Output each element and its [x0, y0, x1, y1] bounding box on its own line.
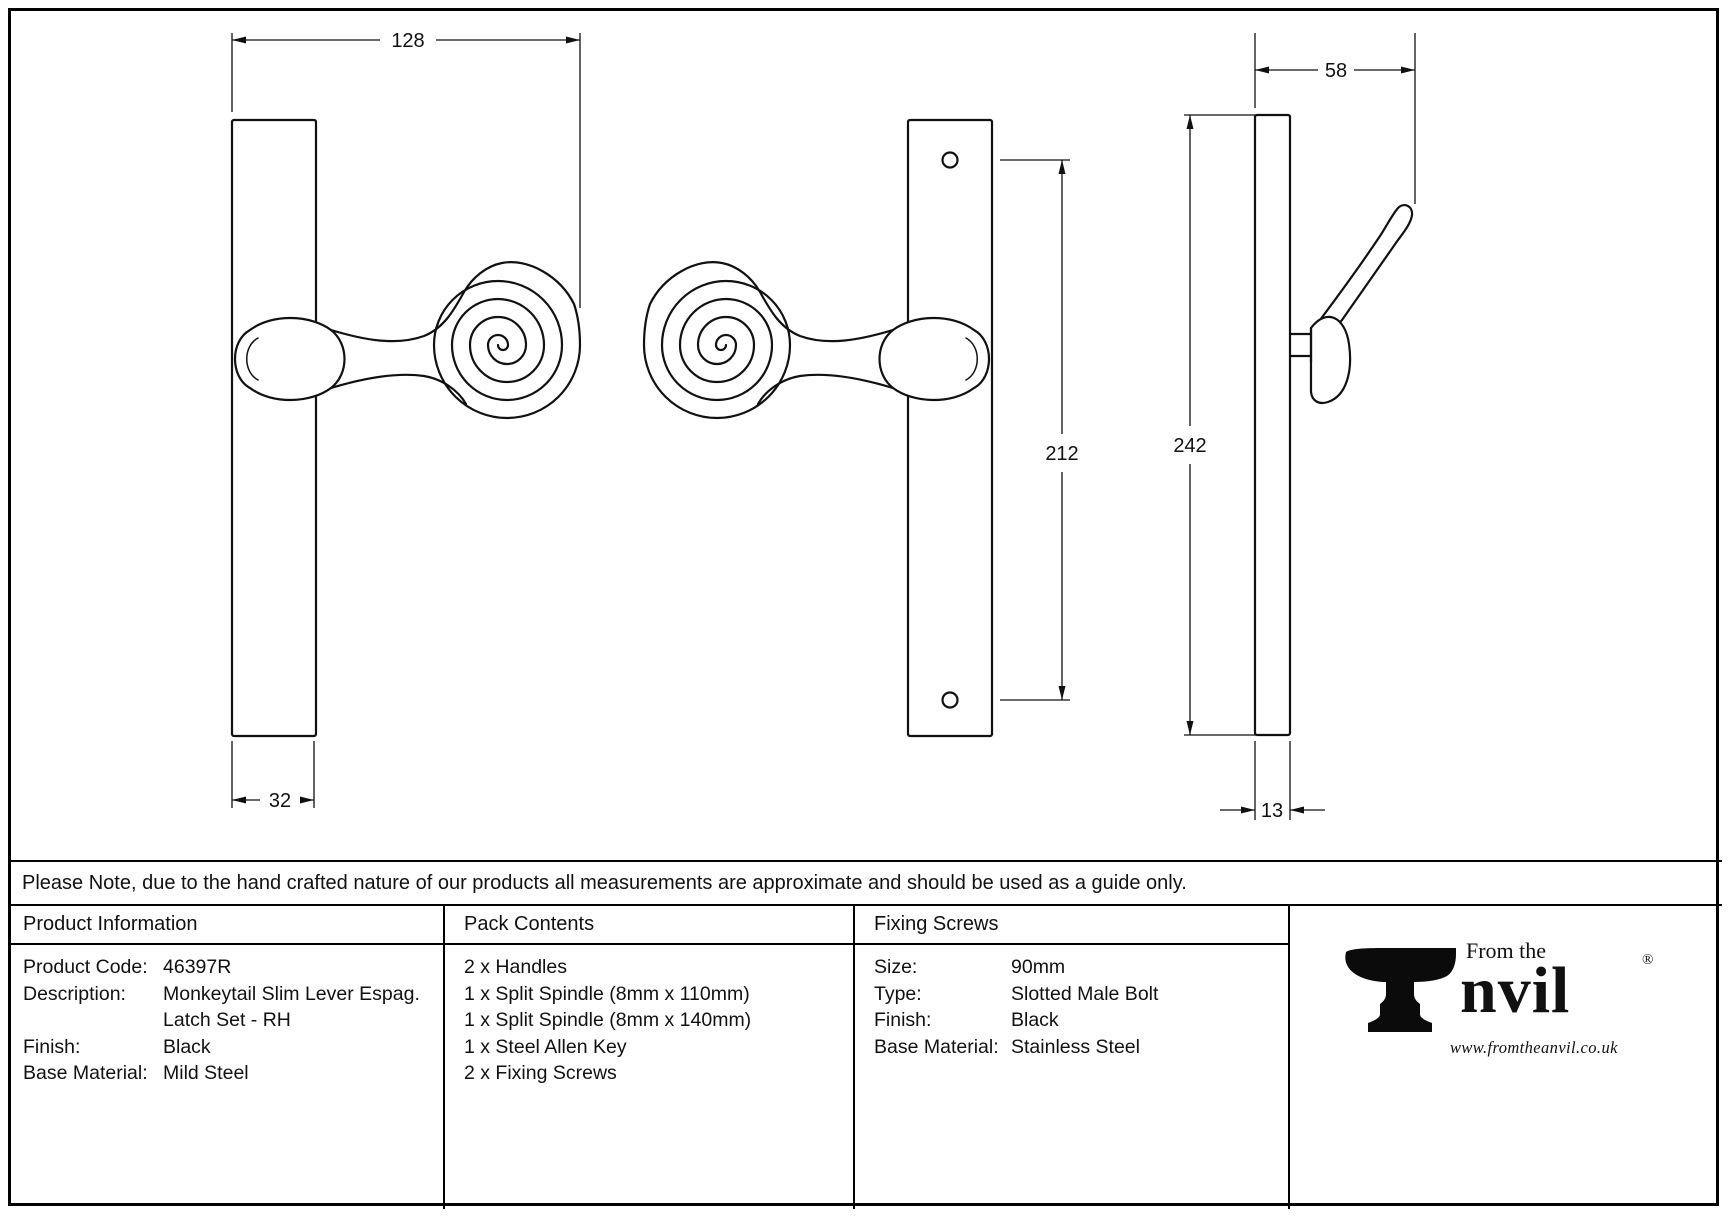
dim-128-extensions [231, 33, 581, 308]
dimension-arrowheads [232, 36, 1415, 814]
table-row: Base Material: Mild Steel [8, 1060, 443, 1087]
measurement-note: Please Note, due to the hand crafted nat… [8, 860, 1722, 906]
arrow-icon [1241, 806, 1255, 814]
table-row: Product Code: 46397R [8, 954, 443, 981]
table-row: Type: Slotted Male Bolt [855, 981, 1288, 1008]
fixing-screws-section: Fixing Screws Size: 90mm Type: Slotted M… [855, 906, 1290, 1209]
arrow-icon [232, 36, 246, 44]
row-label: Base Material: [23, 1062, 148, 1085]
row-value: 90mm [1011, 956, 1066, 978]
dim-32-extensions [231, 741, 315, 808]
row-value: Black [1011, 1009, 1059, 1032]
dim-label-58: 58 [1325, 60, 1347, 82]
anvil-icon [1345, 948, 1456, 1032]
list-item: 1 x Split Spindle (8mm x 140mm) [464, 1009, 752, 1032]
backplate-side [1253, 113, 1292, 737]
logo-website: www.fromtheanvil.co.uk [1450, 1038, 1618, 1057]
arrow-icon [1058, 160, 1066, 174]
technical-drawing: 128 32 212 242 58 13 [230, 30, 1416, 822]
row-label: Type: [874, 982, 922, 1005]
arrow-icon [1255, 66, 1269, 74]
arrow-icon [1401, 66, 1415, 74]
spindle-collar-side [1288, 326, 1313, 364]
fixing-screws-header: Fixing Screws [855, 906, 1288, 945]
table-row: Base Material: Stainless Steel [855, 1034, 1288, 1061]
table-row: Finish: Black [855, 1007, 1288, 1034]
side-view [1253, 113, 1414, 737]
arrow-icon [1290, 806, 1304, 814]
dimension-lines [231, 33, 1416, 820]
table-row: Finish: Black [8, 1034, 443, 1061]
dim-13-extensions [1254, 741, 1291, 820]
list-item: 1 x Steel Allen Key [464, 1035, 627, 1058]
row-label: Finish: [874, 1009, 932, 1032]
arrow-icon [232, 796, 246, 804]
front-view-left [230, 118, 318, 738]
product-information-header: Product Information [8, 906, 443, 945]
dim-label-128: 128 [391, 30, 424, 52]
logo-from-the: From the [1466, 938, 1547, 963]
brand-logo-cell: From the nvil ® www.fromtheanvil.co.uk [1290, 906, 1722, 1209]
pack-contents-body: 2 x Handles 1 x Split Spindle (8mm x 110… [445, 945, 853, 1087]
row-value: Black [163, 1035, 211, 1058]
row-label: Description: [23, 982, 126, 1005]
dim-label-13: 13 [1261, 800, 1283, 822]
table-row: Description: Monkeytail Slim Lever Espag… [8, 981, 443, 1008]
row-label: Finish: [23, 1035, 81, 1058]
lever-grip-side [1309, 315, 1352, 405]
table-row: Size: 90mm [855, 954, 1288, 981]
arrow-icon [300, 796, 314, 804]
row-value: Slotted Male Bolt [1011, 982, 1159, 1005]
pack-contents-section: Pack Contents 2 x Handles 1 x Split Spin… [445, 906, 855, 1209]
row-value: Latch Set - RH [163, 1009, 291, 1032]
note-text: Please Note, due to the hand crafted nat… [22, 871, 1187, 894]
list-item: 1 x Split Spindle (8mm x 110mm) [464, 982, 750, 1005]
logo-brand-text: nvil [1460, 954, 1571, 1027]
table-row: Latch Set - RH [8, 1007, 443, 1034]
row-value: Stainless Steel [1011, 1035, 1140, 1058]
info-tables: Product Information Product Code: 46397R… [8, 906, 1722, 1209]
dimension-labels: 128 32 212 242 58 13 [269, 30, 1347, 822]
product-information-section: Product Information Product Code: 46397R… [8, 906, 445, 1209]
row-value: 46397R [163, 956, 232, 978]
front-view-right [906, 118, 994, 738]
dim-242-extensions [1184, 114, 1256, 736]
dim-label-242: 242 [1173, 435, 1206, 457]
screw-hole-bottom [941, 691, 959, 709]
lever-rod-side [1318, 204, 1414, 327]
dim-212-extensions [1000, 159, 1070, 701]
arrow-icon [1186, 115, 1194, 129]
pack-contents-header: Pack Contents [445, 906, 853, 945]
list-item: 2 x Handles [464, 956, 567, 978]
row-label: Base Material: [874, 1035, 999, 1058]
row-label [23, 1007, 163, 1034]
row-label: Size: [874, 956, 918, 978]
dim-label-32: 32 [269, 790, 291, 812]
list-item: 2 x Fixing Screws [464, 1062, 617, 1085]
arrow-icon [1058, 686, 1066, 700]
row-value: Mild Steel [163, 1062, 249, 1085]
arrow-icon [1186, 721, 1194, 735]
product-information-body: Product Code: 46397R Description: Monkey… [8, 945, 443, 1087]
fixing-screws-body: Size: 90mm Type: Slotted Male Bolt Finis… [855, 945, 1288, 1060]
row-value: Monkeytail Slim Lever Espag. [163, 982, 420, 1005]
backplate-right [906, 118, 994, 738]
row-label: Product Code: [23, 956, 148, 978]
screw-hole-top [941, 151, 959, 169]
registered-trademark-icon: ® [1642, 952, 1654, 968]
dim-label-212: 212 [1045, 443, 1078, 465]
arrow-icon [566, 36, 580, 44]
backplate-left [230, 118, 318, 738]
